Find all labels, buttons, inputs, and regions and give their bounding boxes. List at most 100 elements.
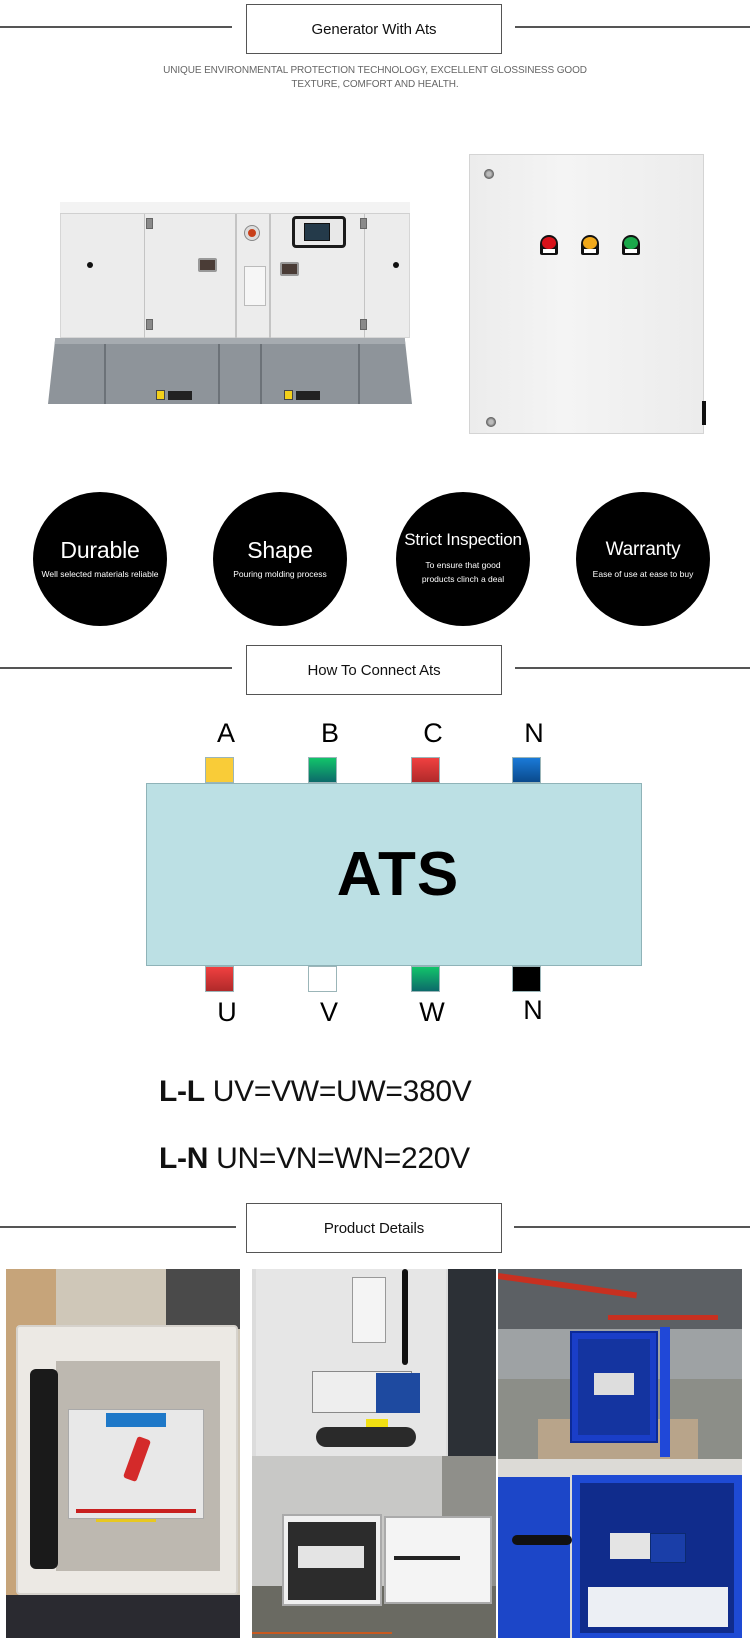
hinge-icon — [146, 319, 153, 330]
blue-door — [498, 1477, 570, 1638]
ats-switch — [298, 1546, 364, 1568]
input-terminal-c — [411, 757, 440, 783]
generator-image — [48, 202, 412, 414]
ats-unit: ATS — [146, 783, 642, 966]
header-divider-left — [0, 1226, 236, 1228]
door-cable — [394, 1556, 460, 1560]
feature-desc: Pouring molding process — [233, 569, 327, 579]
feature-strict-inspection: Strict Inspection To ensure that good pr… — [396, 492, 530, 626]
red-lamp-icon — [540, 235, 558, 255]
overhead-crane — [608, 1315, 718, 1320]
ats-cabinet-image — [469, 154, 706, 434]
subtitle-line-1: UNIQUE ENVIRONMENTAL PROTECTION TECHNOLO… — [163, 65, 587, 76]
input-terminal-a — [205, 757, 234, 783]
blue-cabinet-door — [660, 1327, 670, 1457]
screw-icon — [484, 169, 494, 179]
output-terminal-v — [308, 966, 337, 992]
cabinet-door — [448, 1269, 496, 1456]
generator-door-right — [270, 214, 365, 338]
socket-panel — [244, 266, 266, 306]
feature-desc: To ensure that good — [425, 560, 501, 570]
box-door — [384, 1516, 492, 1604]
green-lamp-icon — [622, 235, 640, 255]
forklift-slot — [168, 391, 192, 400]
voltage-line-to-line: L-L UV=VW=UW=380V — [159, 1075, 472, 1109]
section-subtitle: UNIQUE ENVIRONMENTAL PROTECTION TECHNOLO… — [0, 64, 750, 92]
door-lock-icon — [393, 262, 399, 268]
feature-title: Warranty — [605, 539, 681, 560]
feature-title: Strict Inspection — [404, 530, 522, 549]
generator-door-center — [236, 214, 270, 338]
output-letter-u: U — [217, 997, 237, 1027]
emergency-stop-icon — [245, 226, 259, 240]
door-handle-icon — [198, 258, 217, 272]
header-divider-right — [515, 26, 750, 28]
door-lock-icon — [87, 262, 93, 268]
photo-blue-cabinet-workshop — [498, 1269, 742, 1459]
output-terminal-n — [512, 966, 541, 992]
cable-bundle — [30, 1369, 58, 1569]
header-divider-left — [0, 26, 232, 28]
forklift-warning-icon — [156, 390, 165, 400]
black-cable — [402, 1269, 408, 1365]
input-letter-a: A — [216, 718, 235, 748]
generator-roof — [60, 202, 410, 214]
section-title-text: How To Connect Ats — [307, 661, 441, 679]
base-rib — [358, 344, 360, 404]
photo-plastic-ats-box — [6, 1269, 240, 1638]
feature-desc: Ease of use at ease to buy — [592, 569, 694, 579]
ats-controller — [650, 1533, 686, 1563]
generator-base-frame — [48, 338, 412, 404]
feature-shape: Shape Pouring molding process — [213, 492, 347, 626]
feature-title: Shape — [247, 537, 313, 563]
voltage-label: L-L — [159, 1075, 205, 1108]
header-divider-right — [515, 667, 750, 669]
ats-switch-label — [106, 1413, 166, 1427]
feature-title: Durable — [60, 537, 140, 563]
section-title-how-to-connect: How To Connect Ats — [246, 645, 502, 695]
red-wire — [76, 1509, 196, 1513]
section-title-text: Generator With Ats — [311, 20, 437, 38]
forklift-slot — [296, 391, 320, 400]
cable — [512, 1535, 572, 1545]
hinge-icon — [360, 319, 367, 330]
voltage-value: UN=VN=WN=220V — [216, 1142, 470, 1175]
voltage-label: L-N — [159, 1142, 209, 1175]
input-terminal-b — [308, 757, 337, 783]
forklift-warning-icon — [284, 390, 293, 400]
section-title-product-details: Product Details — [246, 1203, 502, 1253]
base-rib — [218, 344, 220, 404]
output-letter-w: W — [419, 997, 445, 1027]
ats-switch — [610, 1533, 654, 1559]
screw-icon — [486, 417, 496, 427]
hinge-icon — [360, 218, 367, 229]
input-letter-c: C — [423, 718, 443, 748]
section-title-generator-with-ats: Generator With Ats — [246, 4, 502, 54]
photo-ats-breaker-cabinet — [252, 1269, 496, 1456]
ats-switch — [594, 1373, 634, 1395]
input-letter-b: B — [320, 718, 339, 748]
feature-warranty: Warranty Ease of use at ease to buy — [576, 492, 710, 626]
input-terminal-n — [512, 757, 541, 783]
hinge-icon — [146, 218, 153, 229]
output-terminal-w — [411, 966, 440, 992]
cabinet-interior — [256, 1269, 446, 1456]
base-rib — [104, 344, 106, 404]
subtitle-line-2: TEXTURE, COMFORT AND HEALTH. — [291, 79, 459, 90]
voltage-value: UV=VW=UW=380V — [212, 1075, 472, 1108]
orange-line — [252, 1632, 392, 1634]
output-terminal-u — [205, 966, 234, 992]
input-letter-n: N — [524, 718, 544, 748]
generator-door-left — [144, 214, 236, 338]
floor — [6, 1595, 240, 1638]
photo-wall-box-open — [252, 1456, 496, 1638]
output-letter-n: N — [523, 995, 543, 1025]
output-letter-v: V — [319, 997, 338, 1027]
feature-desc: Well selected materials reliable — [41, 569, 159, 579]
header-divider-right — [514, 1226, 750, 1228]
cable-entry — [316, 1427, 416, 1447]
base-rib — [260, 344, 262, 404]
insulation-foam — [588, 1587, 728, 1627]
paper-label — [166, 1269, 240, 1329]
header-divider-left — [0, 667, 232, 669]
